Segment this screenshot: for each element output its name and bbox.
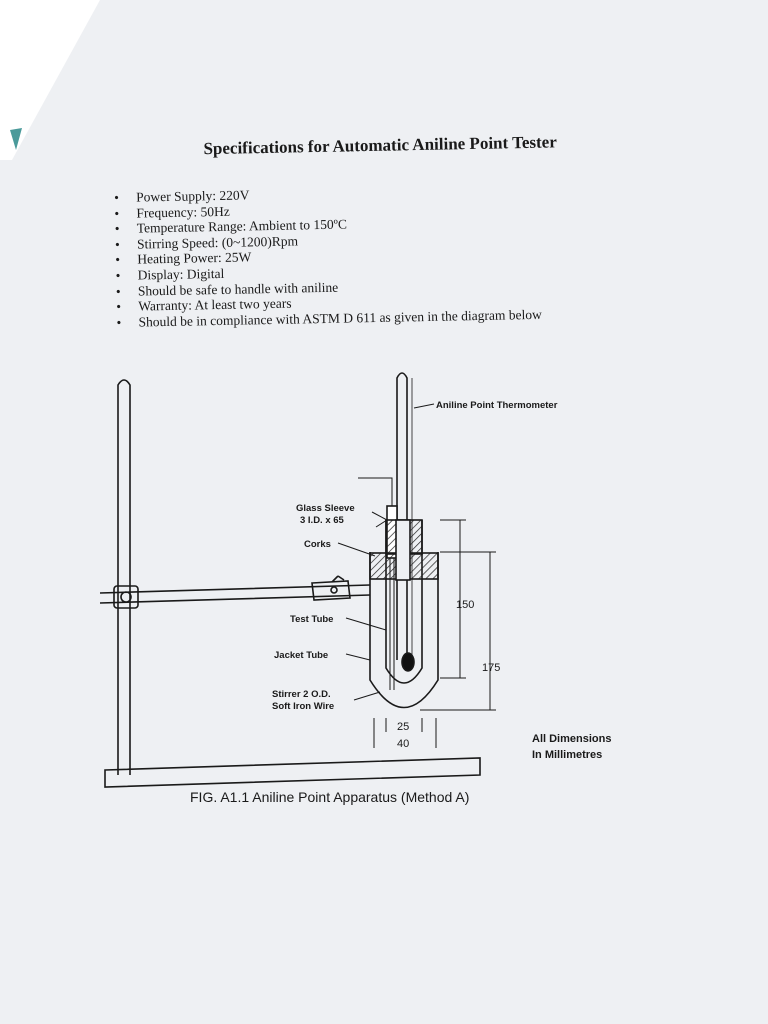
rod-clamp (113, 585, 139, 609)
stand-rod (117, 379, 131, 775)
stand-base (104, 757, 481, 788)
test-tube (385, 520, 423, 684)
dimension-175: 175 (482, 662, 500, 674)
label-soft-iron-wire: Soft Iron Wire (272, 701, 334, 712)
label-corks: Corks (304, 539, 331, 550)
dimensions-note-2: In Millimetres (532, 749, 602, 761)
clamp-holder (311, 580, 351, 601)
jacket-tube (369, 552, 439, 709)
figure-caption: FIG. A1.1 Aniline Point Apparatus (Metho… (190, 789, 469, 805)
dimension-40: 40 (397, 738, 409, 750)
dimension-25: 25 (397, 721, 409, 733)
dimensions-note-1: All Dimensions (532, 733, 611, 745)
dimension-150: 150 (456, 599, 474, 611)
thermometer (396, 372, 408, 660)
thermometer-bulb (401, 652, 415, 672)
label-jacket-tube: Jacket Tube (274, 650, 328, 661)
label-thermometer: Aniline Point Thermometer (436, 400, 558, 411)
label-glass-sleeve-size: 3 I.D. x 65 (300, 515, 345, 526)
label-test-tube: Test Tube (290, 614, 333, 625)
clamp-arm (99, 584, 371, 604)
label-stirrer: Stirrer 2 O.D. (272, 689, 331, 700)
label-glass-sleeve: Glass Sleeve (296, 503, 355, 514)
